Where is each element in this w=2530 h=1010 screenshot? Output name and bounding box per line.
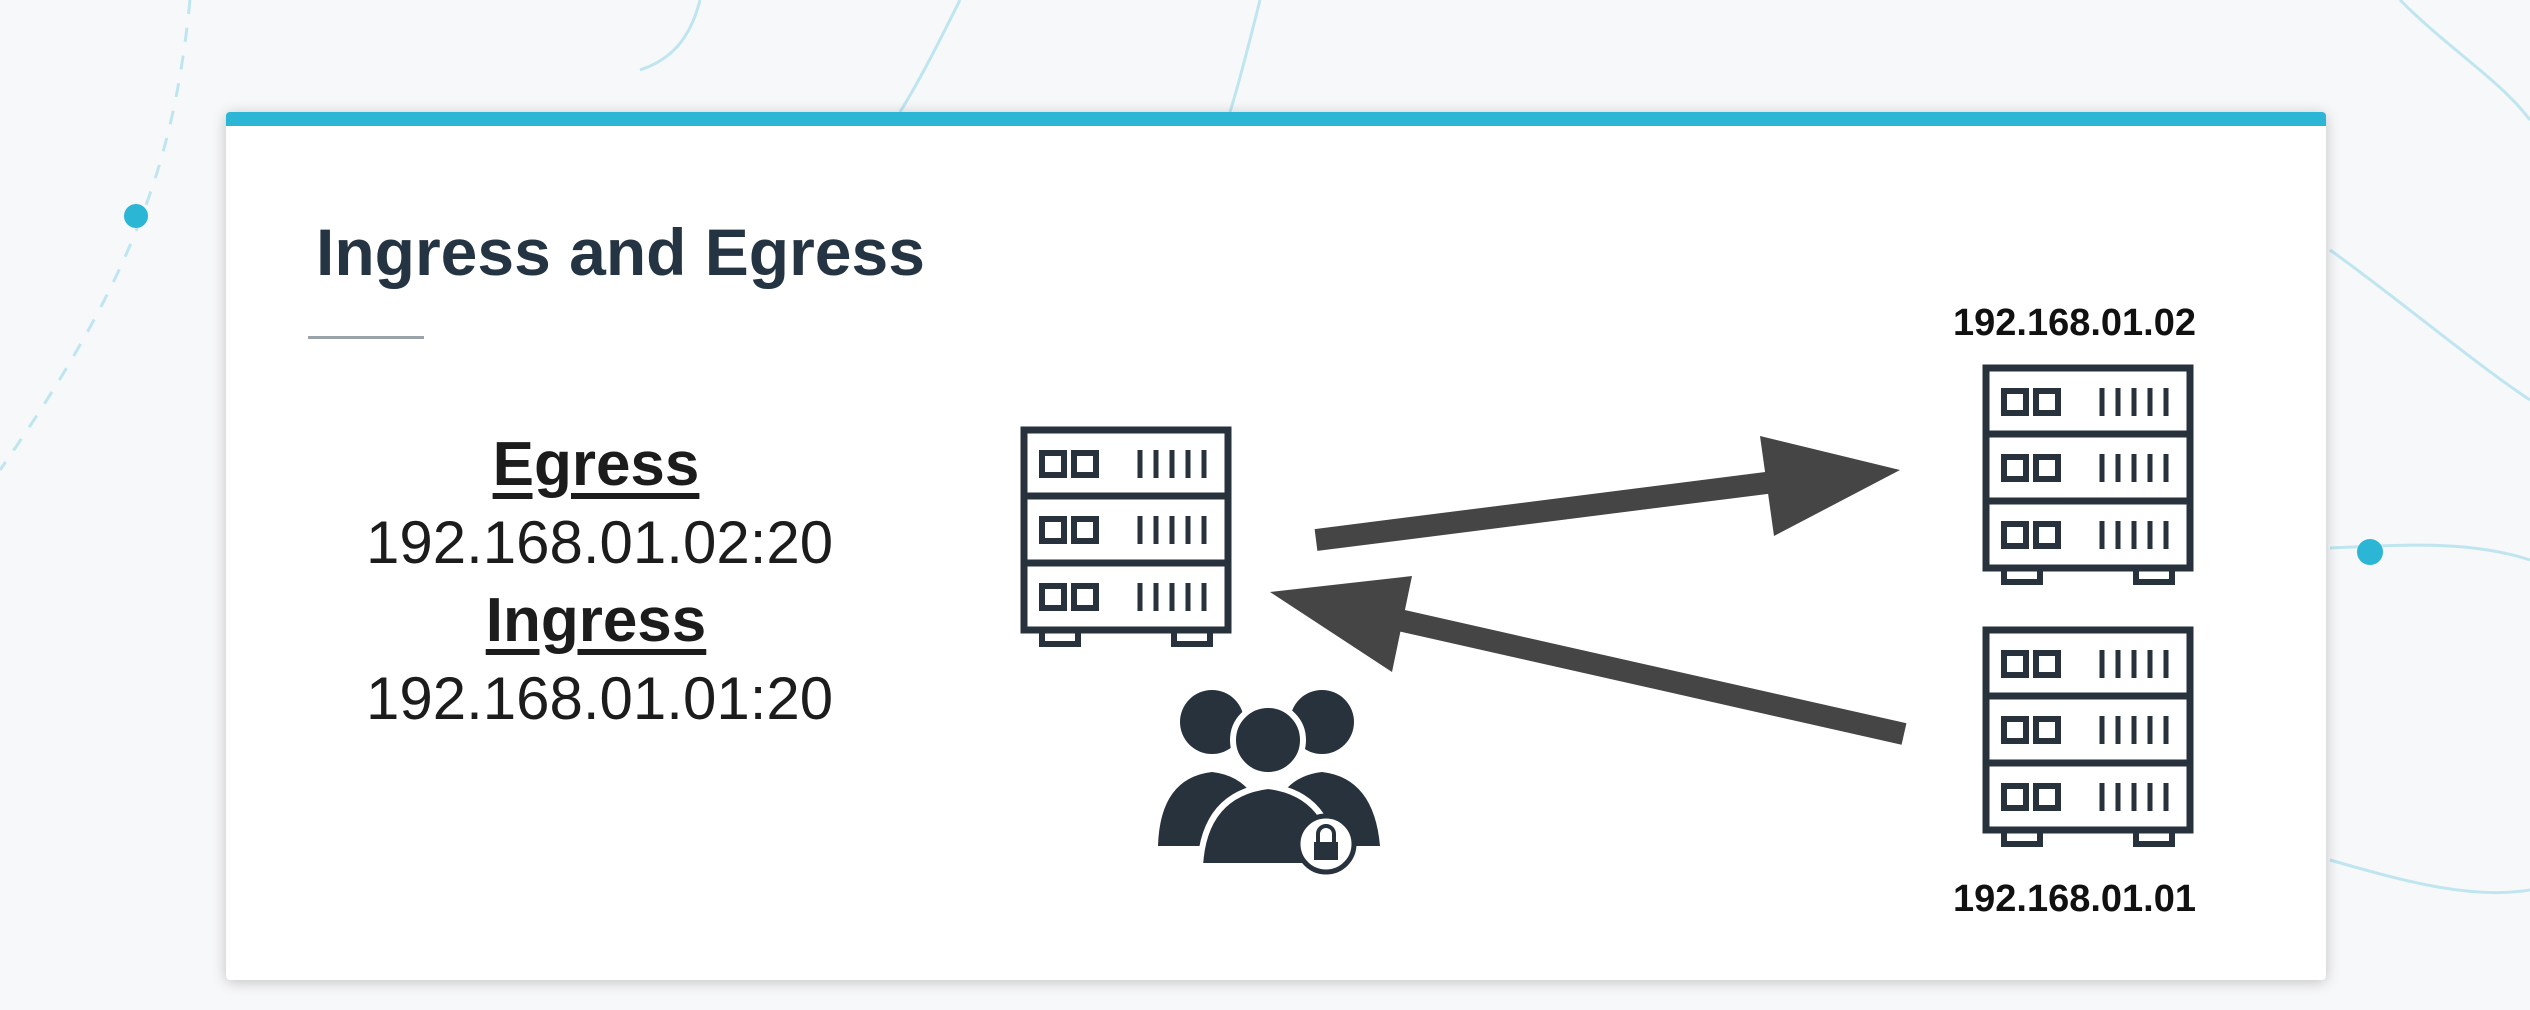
ingress-arrow-icon xyxy=(1270,576,1907,745)
server-icon xyxy=(1986,368,2190,582)
server-icon xyxy=(1024,430,1228,644)
port-info: Egress 192.168.01.02:20 Ingress 192.168.… xyxy=(366,426,834,738)
title-underline xyxy=(308,336,424,339)
slide-title: Ingress and Egress xyxy=(316,215,925,289)
ingress-heading: Ingress xyxy=(485,586,707,655)
decoration-dot xyxy=(124,204,148,228)
users-group-icon xyxy=(1158,690,1380,869)
decoration-dot xyxy=(2357,539,2383,565)
padlock-icon xyxy=(1295,813,1357,875)
egress-arrow-icon xyxy=(1314,436,1900,551)
egress-address: 192.168.01.02:20 xyxy=(366,509,834,576)
server-icon xyxy=(1986,630,2190,844)
server-ip-top: 192.168.01.02 xyxy=(1953,302,2197,344)
server-ip-bottom: 192.168.01.01 xyxy=(1953,878,2197,920)
egress-heading: Egress xyxy=(492,430,700,499)
ingress-address: 192.168.01.01:20 xyxy=(366,665,834,732)
